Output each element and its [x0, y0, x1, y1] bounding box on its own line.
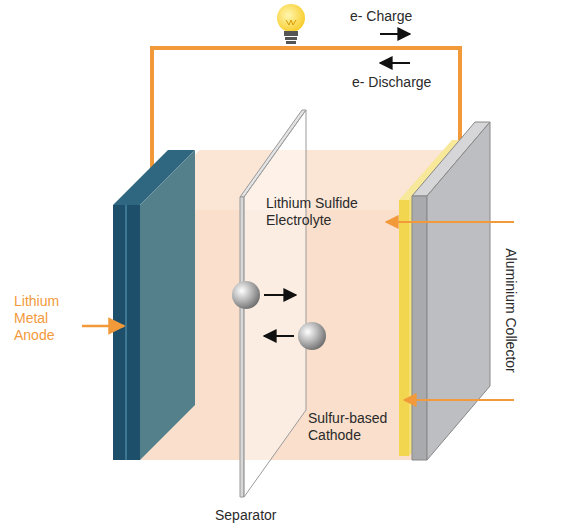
- charge-label: e- Charge: [350, 8, 470, 25]
- discharge-arrow: [380, 62, 410, 64]
- leader-arrow: [386, 221, 514, 223]
- light-bulb: [277, 4, 305, 44]
- lithium-anode: [113, 150, 195, 460]
- ion-arrow: [264, 294, 296, 296]
- collector-label: Aluminium Collector: [502, 231, 519, 391]
- discharge-label: e- Discharge: [352, 74, 472, 91]
- separator-label: Separator: [215, 507, 315, 524]
- leader-arrow: [404, 399, 514, 401]
- anode-label: Lithium Metal Anode: [14, 293, 80, 344]
- electrolyte-label: Lithium Sulfide Electrolyte: [266, 195, 384, 229]
- lithium-ion: [232, 281, 260, 309]
- charge-arrow: [380, 33, 410, 35]
- lithium-ion: [298, 322, 326, 350]
- ion-arrow: [264, 335, 294, 337]
- cathode-label: Sulfur-based Cathode: [308, 410, 398, 444]
- leader-arrow: [82, 325, 124, 328]
- aluminium-collector: [412, 122, 490, 460]
